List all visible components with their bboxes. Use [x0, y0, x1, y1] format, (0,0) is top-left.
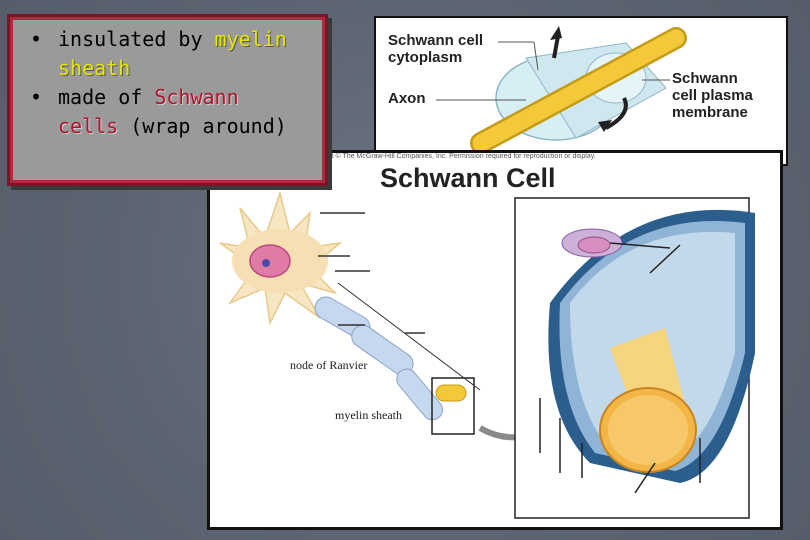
- bullet-marker: •: [30, 25, 42, 54]
- bullet-text: made of: [58, 85, 142, 109]
- bullet-item-made-of: • made of Schwann: [28, 83, 319, 112]
- keyword-cells: cells: [58, 114, 118, 138]
- membrane-label: Schwann cell plasma membrane: [672, 70, 753, 121]
- bullet-text-suffix: (wrap around): [130, 114, 287, 138]
- cytoplasm-label: Schwann cell cytoplasm: [388, 32, 483, 66]
- cytoplasm-label-line1: Schwann cell: [388, 32, 483, 49]
- axon-label: Axon: [388, 90, 426, 107]
- bullet-text: insulated by: [58, 27, 203, 51]
- neuron-illustration: [210, 153, 783, 530]
- keyword-schwann: Schwann: [154, 85, 238, 109]
- cytoplasm-label-line2: cytoplasm: [388, 49, 462, 66]
- membrane-label-line3: membrane: [672, 104, 748, 121]
- node-of-ranvier-label: node of Ranvier: [290, 358, 367, 373]
- bullet-marker: •: [30, 83, 42, 112]
- bullet-item-made-of-cont: cells (wrap around): [28, 112, 319, 141]
- bullet-item-insulated-cont: sheath: [28, 54, 319, 83]
- bullet-item-insulated: • insulated by myelin: [28, 25, 319, 54]
- keyword-myelin: myelin: [215, 27, 287, 51]
- bullet-text-box: • insulated by myelin sheath • made of S…: [7, 14, 328, 186]
- membrane-label-line2: cell plasma: [672, 87, 753, 104]
- schwann-cell-diagram: right © The McGraw-Hill Companies, Inc. …: [207, 150, 783, 530]
- keyword-sheath: sheath: [58, 56, 130, 80]
- schwann-wrap-diagram: Schwann cell cytoplasm Axon Schwann cell…: [374, 16, 788, 166]
- membrane-label-line1: Schwann: [672, 70, 738, 87]
- myelin-sheath-label: myelin sheath: [335, 408, 402, 423]
